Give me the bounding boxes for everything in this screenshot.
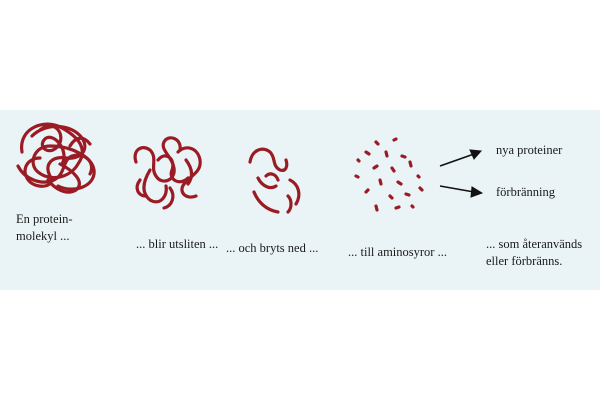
label-protein-molecule: En protein- molekyl ... [16, 211, 73, 245]
label-reused-line1: ... som återanvänds [486, 237, 583, 251]
label-worn-out: ... blir utsliten ... [136, 237, 219, 251]
label-amino-acids: ... till aminosyror ... [348, 245, 447, 259]
label-protein-molecule-line1: En protein- [16, 212, 73, 226]
arrow-to-new-proteins [439, 149, 483, 167]
label-broken-down: ... och bryts ned ... [226, 241, 319, 255]
tangled-protein-molecule [16, 122, 96, 194]
label-protein-molecule-line2: molekyl ... [16, 229, 70, 243]
amino-acid-particles [354, 137, 424, 212]
protein-fragments [248, 147, 301, 214]
worn-protein-molecule [133, 136, 202, 210]
label-reused-line2: eller förbränns. [486, 254, 563, 268]
arrow-to-combustion [439, 185, 484, 198]
label-new-proteins: nya proteiner [496, 143, 563, 157]
diagram-panel [0, 110, 600, 290]
label-reused: ... som återanvänds eller förbränns. [486, 236, 582, 270]
label-combustion: förbränning [496, 185, 556, 199]
